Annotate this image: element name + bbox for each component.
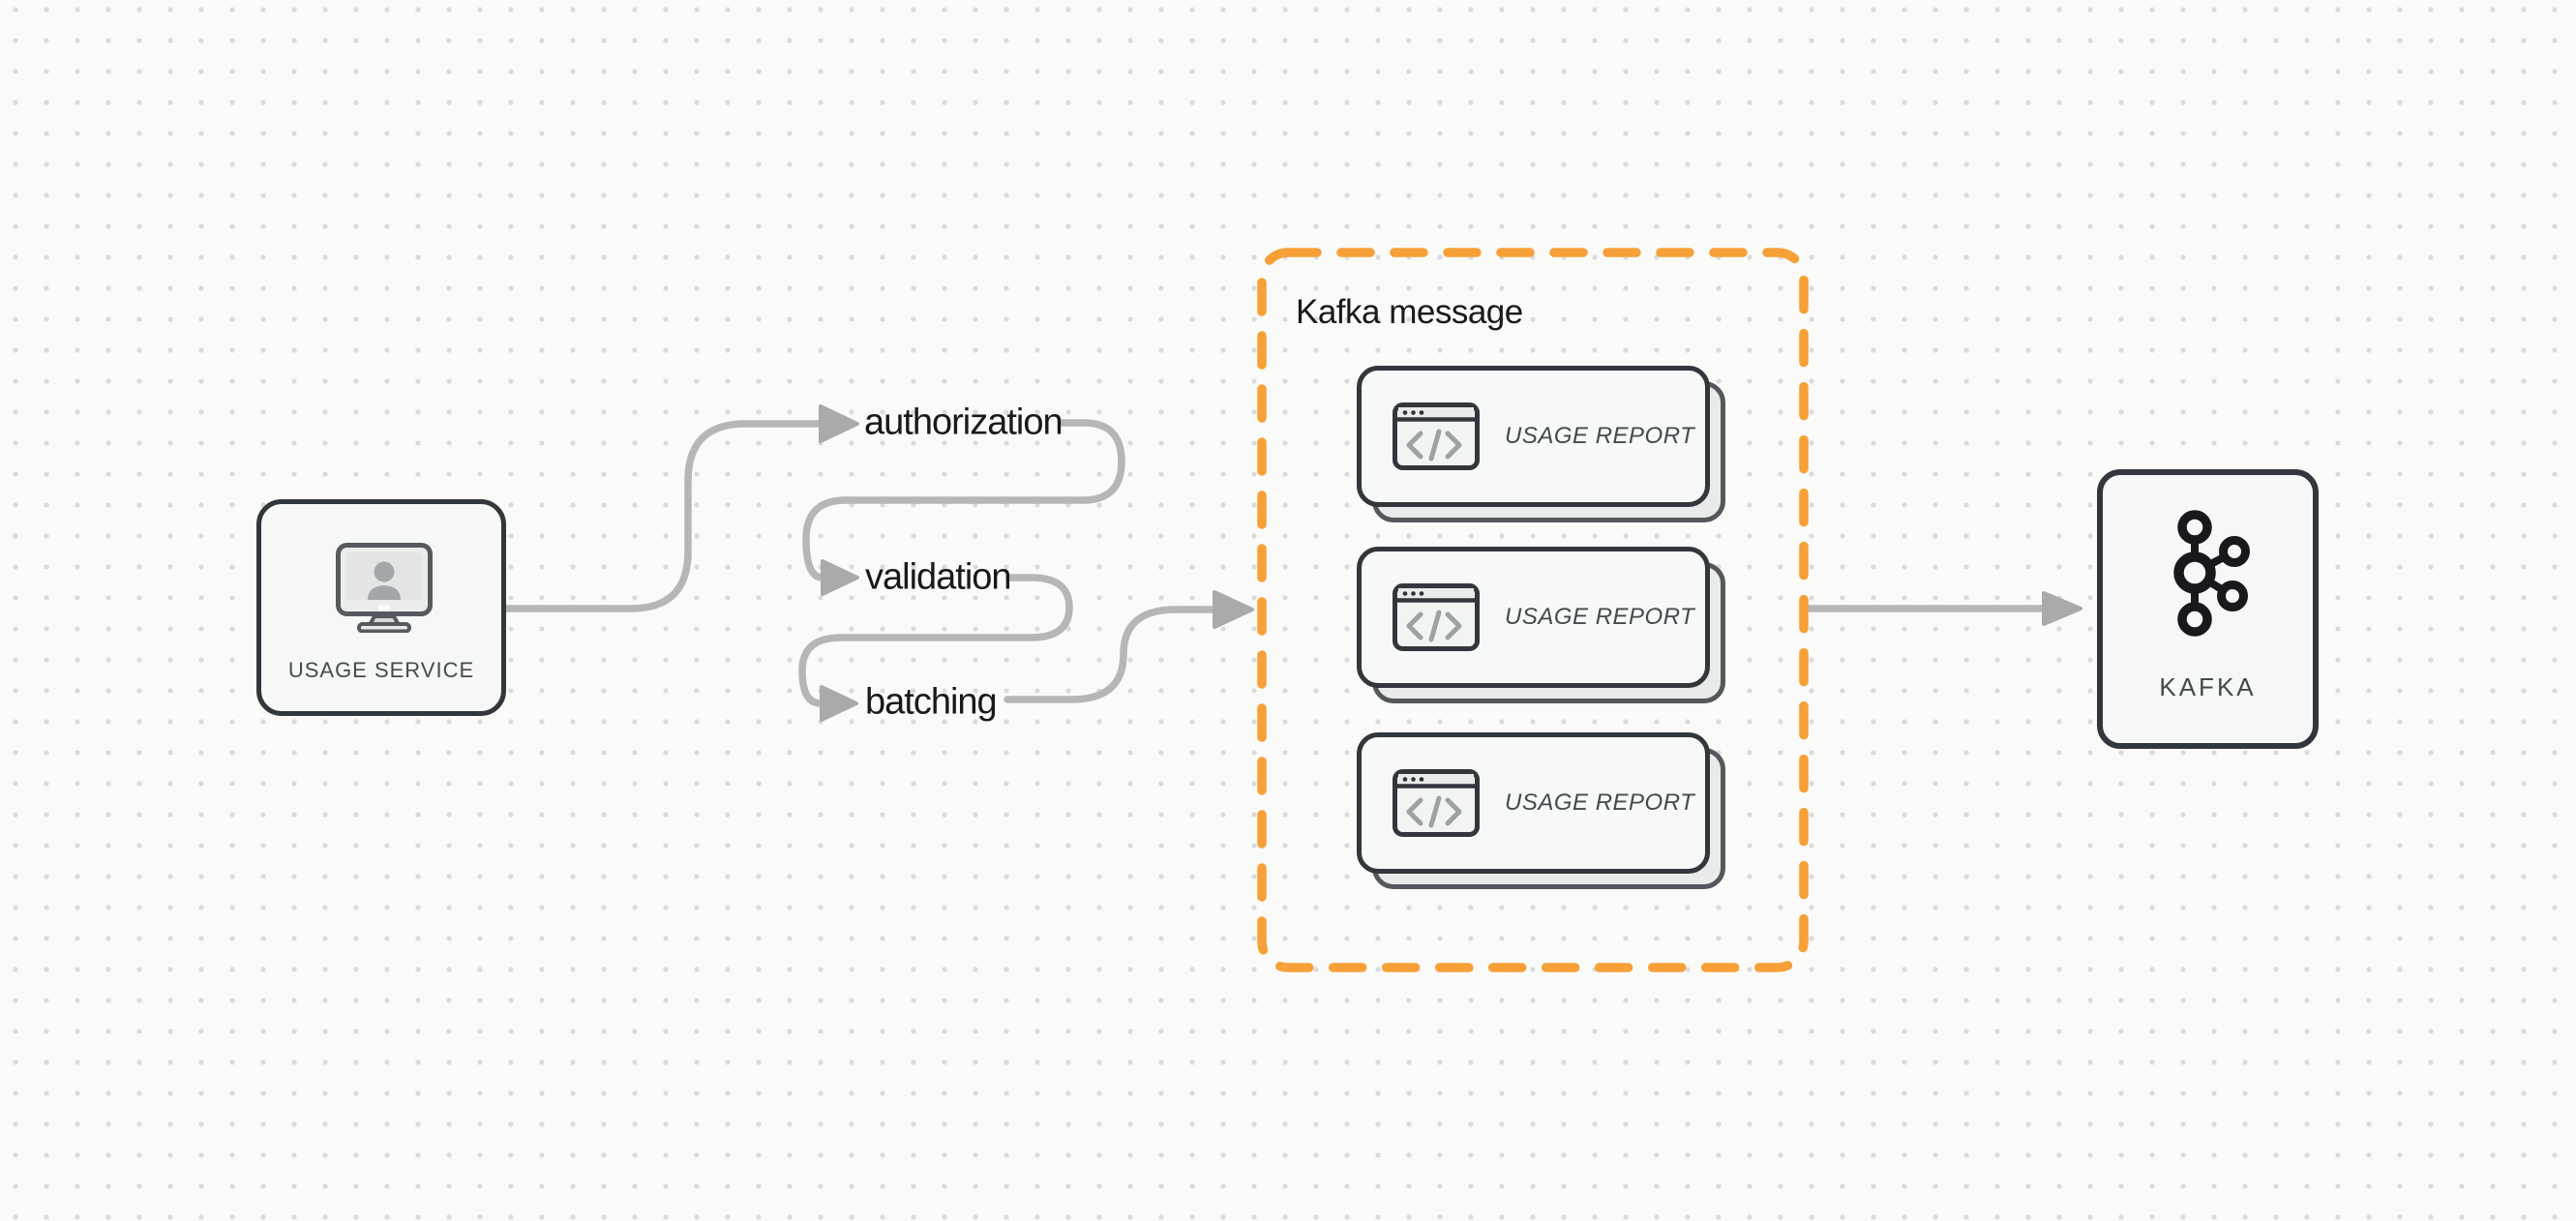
monitor-user-icon	[336, 543, 433, 633]
kafka-message-group: Kafka message	[1257, 248, 1809, 972]
arrow-usage-service-to-authorization	[502, 404, 859, 612]
flow-step-validation: validation	[865, 556, 1012, 598]
usage-report-card: USAGE REPORT	[1357, 547, 1725, 703]
arrow-kafka-message-to-kafka	[1805, 591, 2082, 626]
usage-report-label: USAGE REPORT	[1505, 604, 1695, 630]
flow-step-authorization: authorization	[864, 402, 1063, 443]
code-window-icon	[1393, 583, 1480, 651]
flow-step-batching: batching	[865, 681, 998, 723]
usage-service-node: USAGE SERVICE	[256, 499, 506, 716]
usage-report-label: USAGE REPORT	[1505, 423, 1695, 449]
code-window-icon	[1393, 769, 1480, 837]
code-window-icon	[1393, 402, 1480, 470]
usage-report-card: USAGE REPORT	[1357, 366, 1725, 522]
usage-report-card: USAGE REPORT	[1357, 732, 1725, 889]
kafka-message-title: Kafka message	[1296, 293, 1523, 331]
kafka-label: KAFKA	[2159, 672, 2257, 701]
usage-service-label: USAGE SERVICE	[287, 658, 475, 682]
arrow-batching-to-kafka-message	[1003, 590, 1254, 703]
kafka-node: KAFKA	[2097, 469, 2319, 749]
dashed-border	[1257, 248, 1809, 972]
usage-report-label: USAGE REPORT	[1505, 789, 1695, 816]
kafka-logo-icon	[2173, 510, 2250, 637]
